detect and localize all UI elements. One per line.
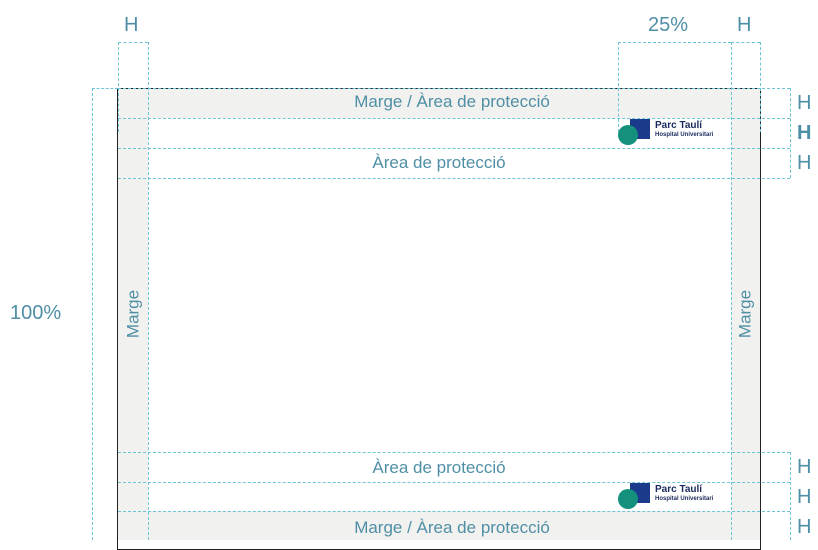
row-marker-6: H [797, 516, 812, 538]
h-dimension-label-left: H [124, 14, 139, 36]
logo-bottom: Parc Taulí Hospital Universitari [618, 481, 738, 511]
margin-left-label: Marge [123, 289, 143, 339]
guide-line-top-4 [118, 178, 790, 179]
protection-top-label: Àrea de protecció [372, 153, 506, 172]
guide-line-bottom-2 [118, 482, 790, 483]
logo-name: Parc Taulí [655, 120, 703, 131]
logo-name: Parc Taulí [655, 484, 703, 495]
h-dimension-right-column-left [731, 42, 732, 540]
h-dimension-right-edge [148, 42, 149, 540]
row-marker-2: H [797, 122, 812, 144]
height-dimension-top-tick [92, 88, 118, 89]
logo-subtitle: Hospital Universitari [655, 132, 714, 138]
margin-top-band [118, 88, 760, 118]
guide-line-top-1 [118, 88, 790, 89]
row-marker-1: H [797, 92, 812, 114]
logo-width-bracket [618, 42, 731, 43]
margin-bottom-label: Marge / Àrea de protecció [354, 518, 550, 537]
logo-subtitle: Hospital Universitari [655, 496, 714, 502]
row-marker-3: H [797, 152, 812, 174]
protection-bottom-label: Àrea de protecció [372, 458, 506, 477]
margin-top-label: Marge / Àrea de protecció [354, 92, 550, 111]
row-marker-4: H [797, 456, 812, 478]
guide-line-bottom-3 [118, 511, 790, 512]
logo-width-left-edge [618, 42, 619, 132]
logo-top: Parc Taulí Hospital Universitari [618, 117, 738, 147]
guide-line-top-2 [118, 118, 790, 119]
guide-line-bottom-1 [118, 452, 790, 453]
h-dimension-right-bracket [731, 42, 760, 43]
margin-left-band [118, 118, 148, 511]
height-dimension-line [92, 88, 93, 540]
h-dimension-bracket [118, 42, 148, 43]
h-dimension-left-edge [118, 42, 119, 132]
row-bracket-top [790, 88, 791, 178]
h-dimension-label-right: H [737, 14, 752, 36]
margin-bottom-band [118, 511, 760, 540]
height-dimension-label: 100% [10, 302, 62, 324]
logo-width-label: 25% [648, 14, 689, 36]
margin-right-band [731, 118, 760, 511]
logo-circle-icon [618, 489, 638, 509]
h-dimension-right-column-right [760, 42, 761, 132]
margin-right-label: Marge [735, 289, 755, 339]
row-bracket-bottom [790, 452, 791, 540]
logo-circle-icon [618, 125, 638, 145]
row-marker-5: H [797, 486, 812, 508]
guide-line-top-3 [118, 148, 790, 149]
